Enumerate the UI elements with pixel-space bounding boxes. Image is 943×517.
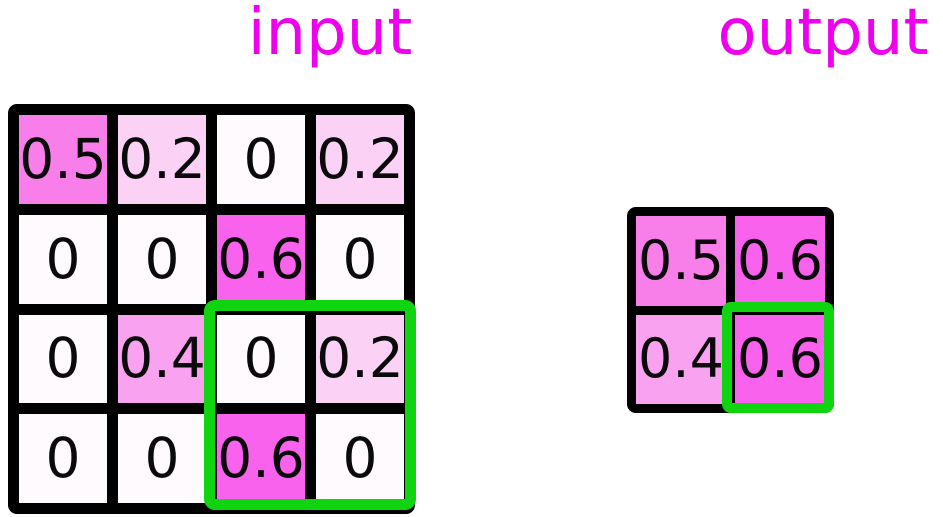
input-cell-r1c3: 0: [316, 214, 404, 304]
input-cell-r2c1: 0.4: [118, 314, 206, 404]
output-cell-r0c0: 0.5: [636, 216, 726, 306]
output-cell-r0c1: 0.6: [735, 216, 825, 306]
input-cell-r3c1: 0: [118, 414, 206, 503]
input-grid: 0.5 0.2 0 0.2 0 0 0.6 0 0 0.4 0 0.2 0 0 …: [8, 104, 415, 514]
input-cell-r3c2: 0.6: [217, 414, 305, 503]
input-cell-r1c2: 0.6: [217, 214, 305, 304]
input-cell-r3c3: 0: [316, 414, 404, 503]
input-cell-r2c3: 0.2: [316, 314, 404, 404]
output-cell-r1c1: 0.6: [735, 314, 825, 404]
input-cell-r0c2: 0: [217, 115, 305, 204]
input-grid-title: input: [247, 0, 413, 70]
output-grid: 0.5 0.6 0.4 0.6: [627, 207, 834, 413]
input-cell-r3c0: 0: [19, 414, 107, 503]
output-cell-r1c0: 0.4: [636, 314, 726, 404]
output-grid-title: output: [717, 0, 929, 70]
input-cell-r0c3: 0.2: [316, 115, 404, 204]
input-cell-r1c0: 0: [19, 214, 107, 304]
input-cell-r0c0: 0.5: [19, 115, 107, 204]
input-cell-r2c2: 0: [217, 314, 305, 404]
input-cell-r2c0: 0: [19, 314, 107, 404]
input-cell-r1c1: 0: [118, 214, 206, 304]
input-cell-r0c1: 0.2: [118, 115, 206, 204]
